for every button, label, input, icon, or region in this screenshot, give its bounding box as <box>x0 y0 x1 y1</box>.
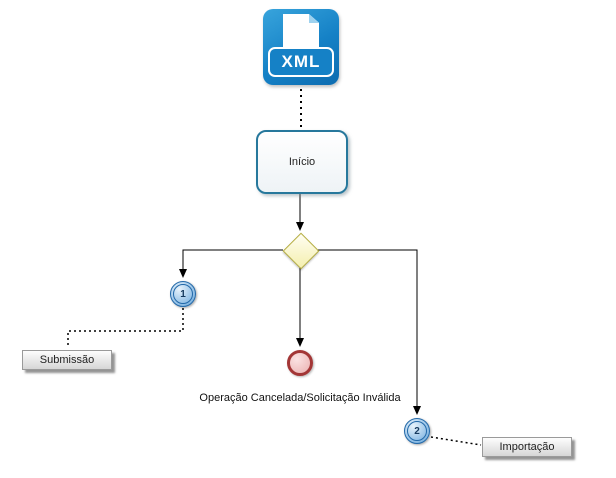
end-event-caption-text: Operação Cancelada/Solicitação Inválida <box>199 392 401 404</box>
annotation-submissao[interactable]: Submissão <box>22 350 112 370</box>
start-node-label: Início <box>288 156 316 168</box>
xml-file-icon[interactable]: XML <box>263 9 339 85</box>
annotation-importacao[interactable]: Importação <box>482 437 572 457</box>
page-fold-corner <box>309 14 319 23</box>
flow-gateway-to-event1 <box>179 249 283 278</box>
end-event-caption: Operação Cancelada/Solicitação Inválida <box>190 391 410 405</box>
intermediate-event-1[interactable]: 1 <box>170 281 196 307</box>
event-2-number: 2 <box>407 421 427 441</box>
event-1-number: 1 <box>173 284 193 304</box>
flow-gateway-to-event2 <box>317 249 421 415</box>
annotation-submissao-label: Submissão <box>39 354 95 366</box>
annotation-importacao-label: Importação <box>499 441 555 453</box>
gateway-diamond[interactable] <box>282 232 320 270</box>
start-node-inicio[interactable]: Início <box>256 130 348 194</box>
association-event2-to-importacao <box>430 436 482 446</box>
association-event1-to-submissao <box>67 308 184 348</box>
end-event-cancelled[interactable] <box>287 350 313 376</box>
intermediate-event-2[interactable]: 2 <box>404 418 430 444</box>
xml-label: XML <box>268 47 334 77</box>
